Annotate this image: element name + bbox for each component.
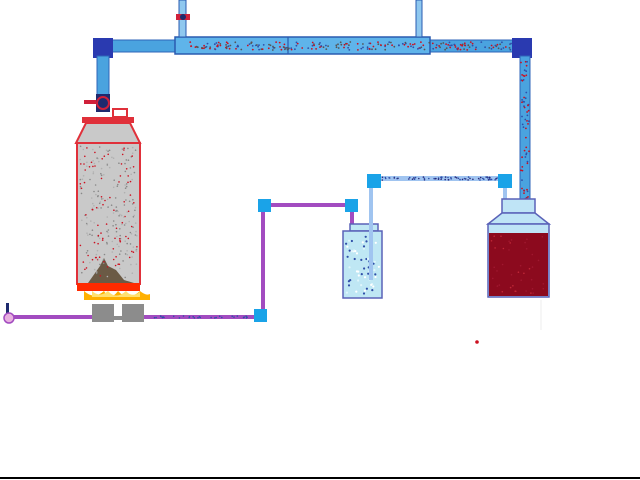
drip-droplet xyxy=(475,340,479,344)
overhead-particles xyxy=(189,41,521,51)
pressure-gauge xyxy=(112,108,128,118)
gas-feed-line xyxy=(8,315,92,319)
downcomer-particles xyxy=(520,60,530,200)
burner-nozzle-left xyxy=(92,304,114,322)
reactor-feed-pile xyxy=(88,258,134,283)
bubbler-line xyxy=(144,199,358,322)
reactor-base-heating-plate xyxy=(77,283,140,291)
reactor xyxy=(74,94,142,291)
bubbler-bottle xyxy=(342,223,383,299)
elbow-joint-left xyxy=(93,38,113,58)
burner-nozzle-right xyxy=(122,304,144,322)
coolant-outlet-tube xyxy=(415,0,423,38)
elbow-joint-collector-right xyxy=(498,174,512,188)
elbow-joint-right xyxy=(512,38,532,58)
burner xyxy=(84,291,150,322)
reactor-valve[interactable] xyxy=(84,94,110,112)
elbow-joint-bubbler-bottom xyxy=(254,309,267,322)
reactor-riser-pipe xyxy=(96,55,110,97)
overhead-pipe xyxy=(102,0,524,55)
reactor-particles xyxy=(79,145,138,279)
collection-flask xyxy=(485,198,552,298)
gas-inlet-valve[interactable] xyxy=(3,303,15,324)
collector-downcomer-pipe xyxy=(519,55,531,207)
elbow-joint-bubbler-top-left xyxy=(258,199,271,212)
reactor-cap xyxy=(82,117,134,123)
reactor-shoulder xyxy=(74,122,142,144)
collector-inlet-line xyxy=(367,174,512,280)
reactor-body xyxy=(76,142,141,285)
condenser-jacket xyxy=(174,36,431,55)
coolant-valve[interactable] xyxy=(176,14,190,20)
elbow-joint-collector-left xyxy=(367,174,381,188)
elbow-joint-bubbler-top-right xyxy=(345,199,358,212)
